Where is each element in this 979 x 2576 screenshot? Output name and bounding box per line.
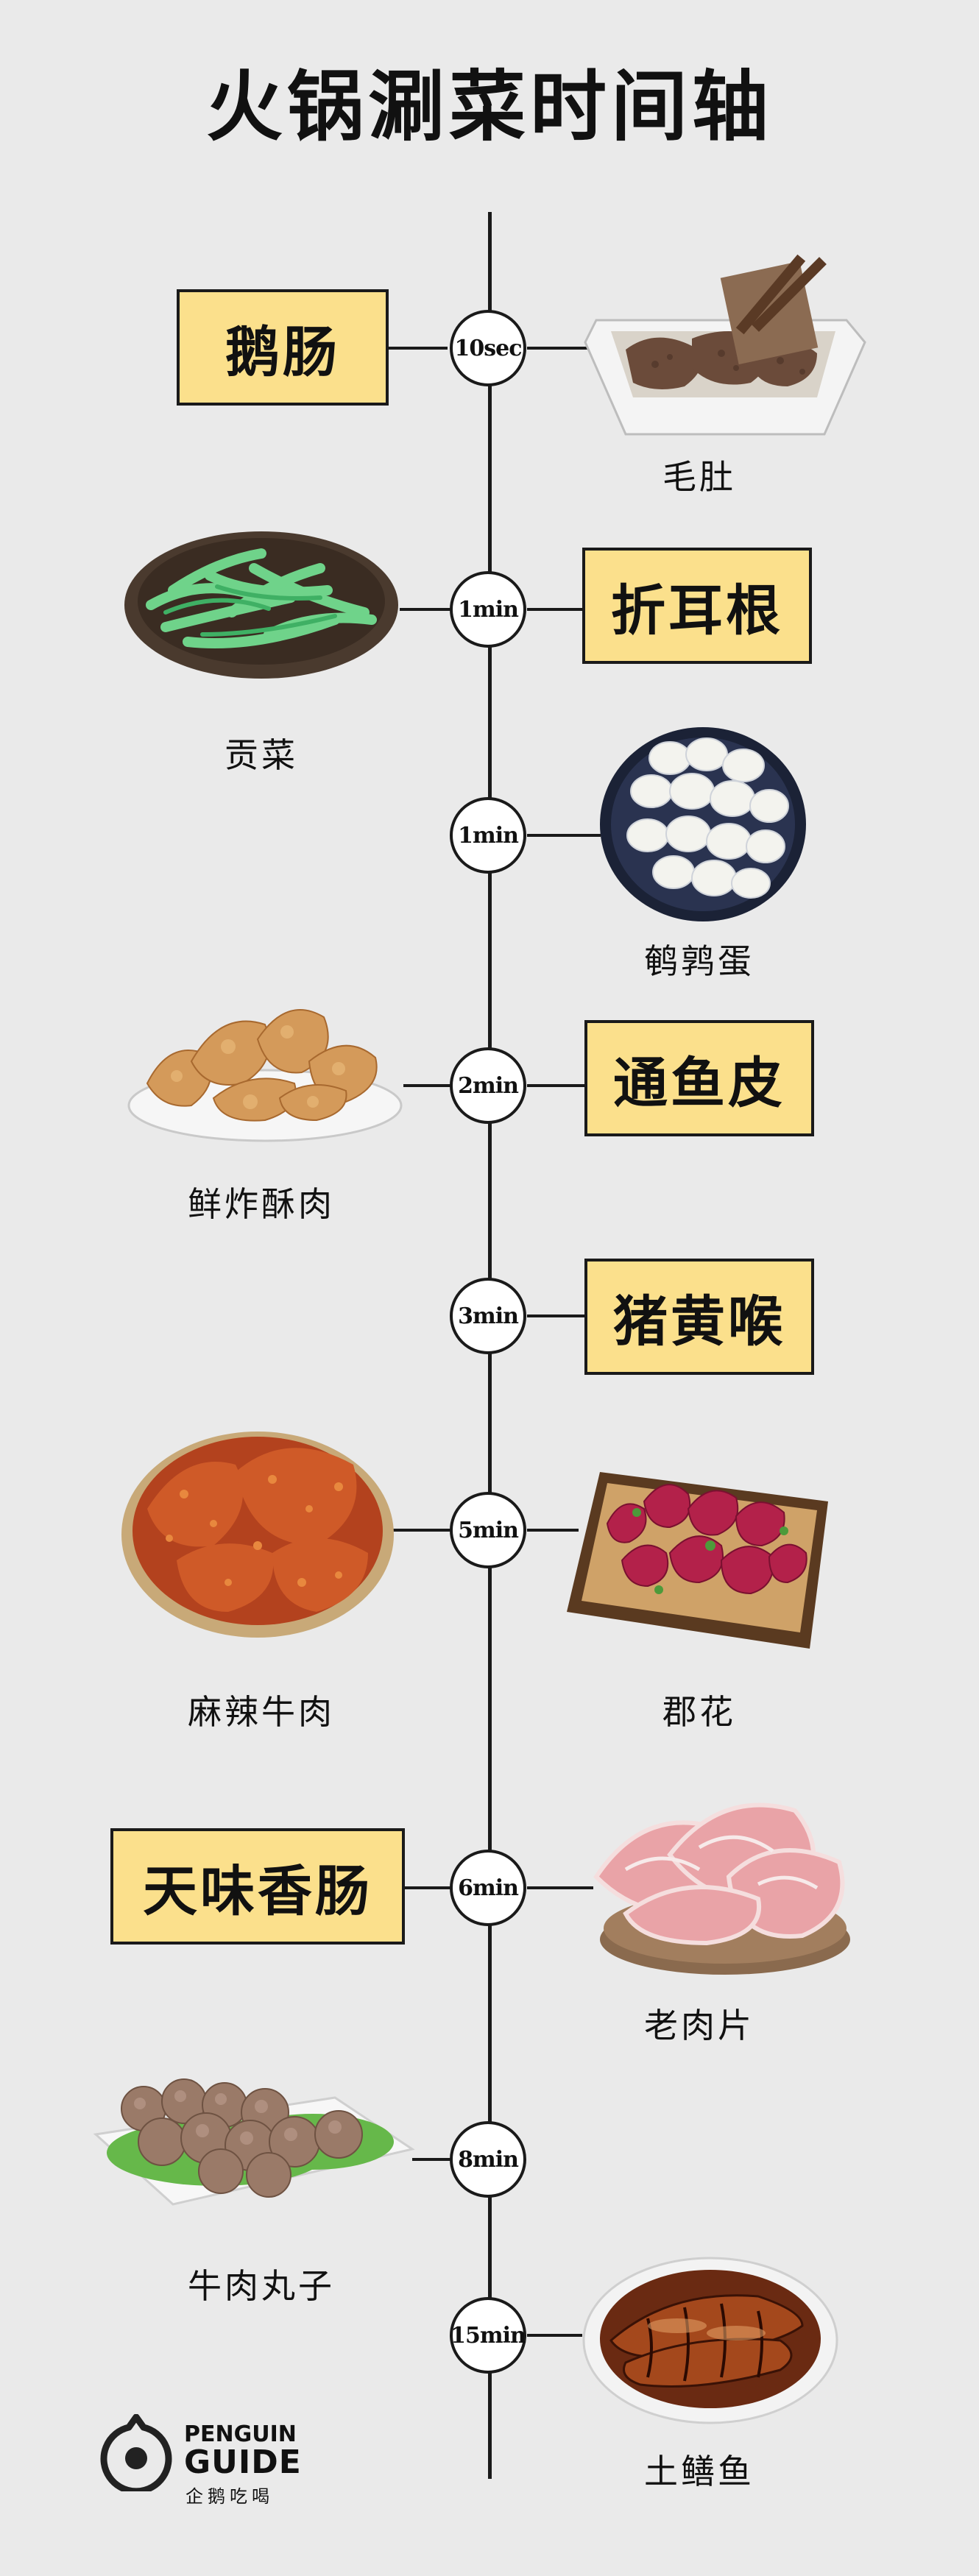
suroupian-image	[127, 1009, 403, 1142]
food-caption-gongcai: 贡菜	[225, 735, 298, 775]
food-label-zheergen: 折耳根	[582, 548, 812, 664]
beef-ball-image	[93, 2078, 415, 2206]
time-node: 3min	[450, 1278, 526, 1354]
eel-image	[582, 2257, 838, 2424]
time-node: 8min	[450, 2121, 526, 2198]
time-node: 5min	[450, 1492, 526, 1568]
connector	[527, 1314, 584, 1317]
logo-text-penguin: PENGUIN	[184, 2421, 297, 2447]
connector	[403, 1084, 451, 1087]
food-label-tianwei-sausage: 天味香肠	[110, 1828, 405, 1945]
connector	[527, 347, 593, 350]
time-node: 1min	[450, 797, 526, 874]
food-label-e-chang: 鹅肠	[177, 289, 389, 406]
connector	[527, 1529, 579, 1532]
page-title: 火锅涮菜时间轴	[205, 61, 773, 152]
food-caption-maodu: 毛肚	[662, 457, 736, 497]
food-caption-quail-egg: 鹌鹑蛋	[644, 941, 754, 981]
food-caption-beef-ball: 牛肉丸子	[188, 2266, 335, 2306]
connector	[527, 2334, 582, 2337]
connector	[389, 1529, 451, 1532]
food-caption-junhua: 郡花	[662, 1692, 736, 1732]
logo-text-guide: GUIDE	[184, 2444, 302, 2481]
time-node: 1min	[450, 571, 526, 648]
gongcai-image	[124, 531, 398, 679]
junhua-image	[567, 1472, 828, 1649]
pork-slice-image	[593, 1802, 850, 1975]
connector	[527, 1084, 584, 1087]
food-caption-mala-beef: 麻辣牛肉	[188, 1692, 335, 1732]
food-caption-suroupian: 鲜炸酥肉	[188, 1184, 335, 1224]
connector	[527, 1886, 593, 1889]
food-label-zhuhuanghou: 猪黄喉	[584, 1259, 814, 1375]
connector	[400, 608, 451, 611]
penguin-logo-icon	[100, 2414, 172, 2491]
time-node: 10sec	[450, 310, 526, 386]
mala-beef-image	[121, 1432, 394, 1638]
quail-egg-image	[600, 727, 806, 921]
time-node: 6min	[450, 1850, 526, 1926]
connector	[412, 2158, 451, 2161]
maodu-image	[584, 254, 866, 436]
connector	[405, 1886, 451, 1889]
connector	[389, 347, 448, 350]
time-node: 2min	[450, 1047, 526, 1124]
time-node: 15min	[450, 2297, 526, 2374]
connector	[527, 608, 582, 611]
food-label-tongyupi: 通鱼皮	[584, 1020, 814, 1136]
connector	[527, 834, 601, 837]
food-caption-eel: 土鳝鱼	[644, 2452, 754, 2491]
logo-text-chinese: 企鹅吃喝	[185, 2486, 274, 2507]
food-caption-pork-slice: 老肉片	[644, 2006, 754, 2045]
